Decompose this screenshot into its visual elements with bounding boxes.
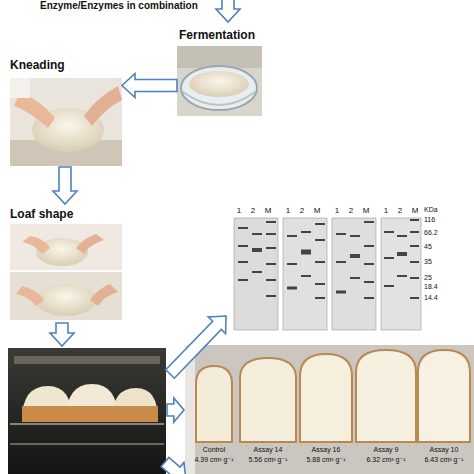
sds-page-gels <box>234 218 421 330</box>
figure-label: M <box>314 207 321 216</box>
figure-label: 4.39 cm³ g⁻¹ <box>194 456 233 464</box>
process-step: Loaf shape <box>8 204 122 320</box>
figure-label: 5.56 cm³ g⁻¹ <box>248 456 287 464</box>
figure-label: 5.88 cm³ g⁻¹ <box>306 456 345 464</box>
figure-label: 1 <box>286 207 290 216</box>
process-step: Kneading <box>8 55 122 167</box>
figure-label: M <box>265 207 272 216</box>
flow-connector <box>53 167 77 204</box>
flow-arrow <box>161 457 186 474</box>
kneading-photo <box>10 78 122 166</box>
figure-label: 1 <box>237 207 241 216</box>
flow-arrows <box>50 0 240 474</box>
figure-label: 18.4 <box>424 283 438 291</box>
figure-label: KDa <box>424 206 438 214</box>
figure-label: Assay 9 <box>374 446 399 454</box>
figure-label: 1 <box>384 207 388 216</box>
flow-arrow <box>166 316 226 378</box>
figure-label: Assay 10 <box>430 446 459 454</box>
figure-label: 1 <box>335 207 339 216</box>
figure-label: 2 <box>398 207 402 216</box>
figure-label: 6.43 cm³ g⁻¹ <box>424 456 463 464</box>
flow-arrow <box>167 398 184 422</box>
bread-slices-photo <box>185 345 474 474</box>
figure-label: Enzyme/Enzymes in combination <box>40 0 198 11</box>
step-title: Fermentation <box>177 28 257 42</box>
flow-arrow <box>50 323 74 346</box>
figure-label: 6.32 cm³ g⁻¹ <box>366 456 405 464</box>
step-title: Kneading <box>8 58 67 72</box>
loaf-shape-photo <box>10 224 122 320</box>
flow-arrow <box>216 0 240 22</box>
figure-label: 25 <box>424 274 432 282</box>
figure-label: 2 <box>300 207 304 216</box>
oven-photo <box>8 348 166 474</box>
flow-connector <box>122 74 177 98</box>
figure-label: Assay 16 <box>312 446 341 454</box>
figure-label: 45 <box>424 243 432 251</box>
figure-label: Assay 14 <box>254 446 283 454</box>
process-step: Fermentation <box>177 25 262 116</box>
figure-label: 2 <box>251 207 255 216</box>
figure-label: M <box>412 207 419 216</box>
figure-label: 66.2 <box>424 229 438 237</box>
figure-label: M <box>363 207 370 216</box>
step-title: Loaf shape <box>8 207 75 221</box>
figure-label: Control <box>203 446 226 454</box>
fermentation-photo <box>177 46 262 116</box>
figure-label: 35 <box>424 258 432 266</box>
figure-label: 14.4 <box>424 294 438 302</box>
figure-label: 116 <box>424 216 435 224</box>
figure-label: 2 <box>349 207 353 216</box>
